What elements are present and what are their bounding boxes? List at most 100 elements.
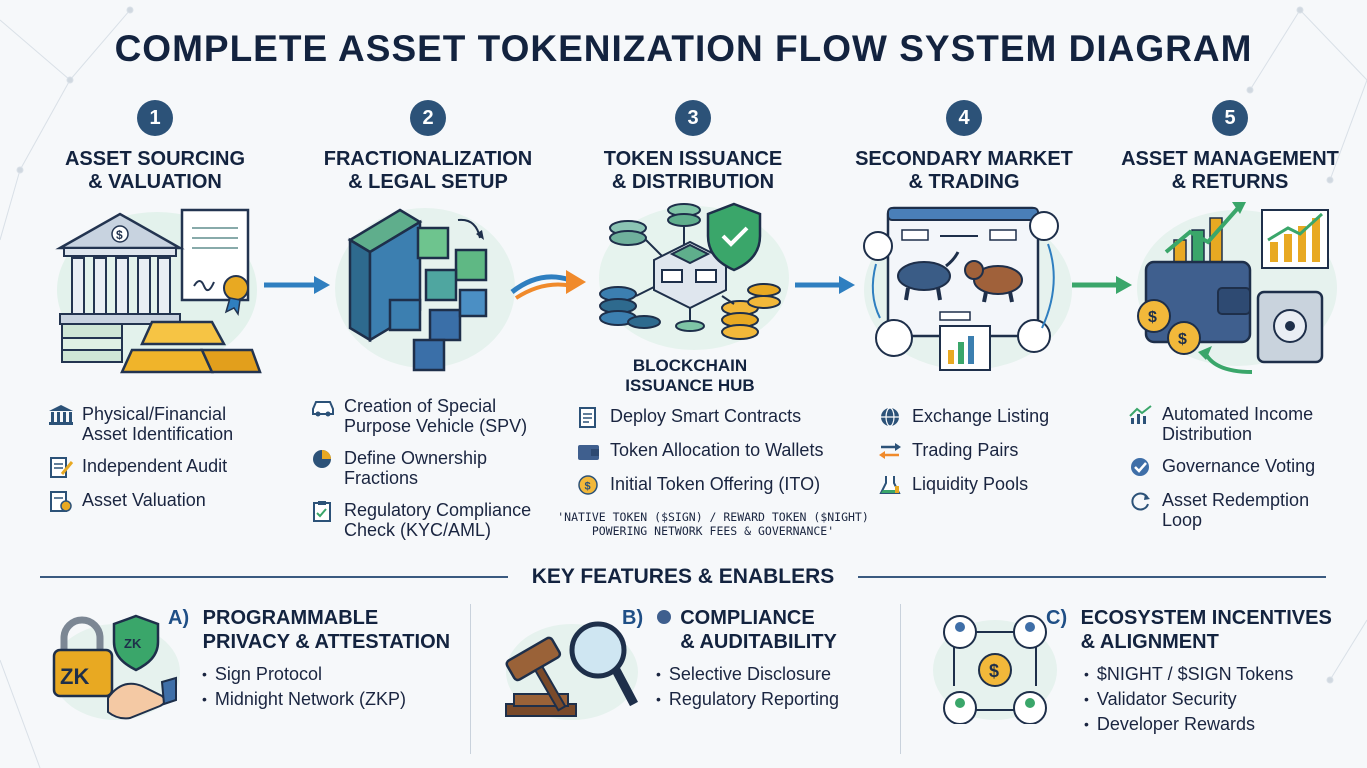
wallet-icon [578,445,599,460]
bullet-item: $NIGHT / $SIGN Tokens [1084,662,1293,687]
zk-lock-text: ZK [60,664,89,689]
fractional-cubes-illustration [335,208,515,372]
check-circle-icon [1131,458,1149,476]
list-item: Independent Audit [48,456,233,478]
list-item-label: Governance Voting [1162,456,1316,476]
flow-arrow-4 [1072,276,1132,294]
globe-icon [881,407,899,427]
step-5-header: 5 ASSET MANAGEMENT & RETURNS [1099,96,1361,194]
list-item: Physical/Financial Asset Identification [48,404,233,444]
step-3-list: Deploy Smart Contracts Token Allocation … [576,406,823,508]
step-title: TOKEN ISSUANCE & DISTRIBUTION [603,148,783,193]
blockchain-hub-illustration [599,202,789,350]
feature-title-text: COMPLIANCE & AUDITABILITY [680,607,837,653]
bullet-item: Selective Disclosure [656,662,839,687]
coin-icon: $ [578,475,598,495]
gold-bars-icon [120,320,262,374]
feature-c-title: C) ECOSYSTEM INCENTIVES & ALIGNMENT [1046,606,1332,654]
page-title: COMPLETE ASSET TOKENIZATION FLOW SYSTEM … [114,28,1253,69]
swap-arrows-icon [879,443,901,459]
step-1-list: Physical/Financial Asset Identification … [48,404,233,524]
refresh-icon [1131,492,1150,511]
feature-title-text: ECOSYSTEM INCENTIVES & ALIGNMENT [1080,607,1332,653]
wallet-returns-illustration: $ $ [1137,202,1337,374]
list-item-label: Automated Income Distribution [1162,404,1314,444]
list-item-label: Asset Valuation [82,490,206,510]
bullet-item: Regulatory Reporting [656,687,839,712]
compliance-gavel-illustration [505,621,638,720]
step-title: ASSET MANAGEMENT & RETURNS [1121,148,1339,193]
audit-pen-icon [50,457,74,478]
vehicle-icon [312,401,334,417]
list-item: Liquidity Pools [878,474,1049,496]
list-item-label: Exchange Listing [912,406,1050,426]
step-2-header: 2 FRACTIONALIZATION & LEGAL SETUP [297,96,559,194]
clipboard-check-icon [313,501,331,522]
contract-document-icon [579,407,596,428]
feature-separator [900,604,901,754]
list-item-label: Token Allocation to Wallets [610,440,824,460]
bullet-item: Midnight Network (ZKP) [202,687,406,712]
feature-a-bullets: Sign Protocol Midnight Network (ZKP) [202,662,406,712]
step-title: ASSET SOURCING & VALUATION [64,148,246,193]
privacy-lock-illustration: ZK ZK [52,614,180,720]
list-item-label: Independent Audit [82,456,228,476]
valuation-document-icon [50,491,72,512]
divider-right [858,576,1326,578]
bullet-item: Validator Security [1084,687,1293,712]
ecosystem-network-illustration: $ [933,615,1057,724]
list-item: Token Allocation to Wallets [576,440,823,462]
step-2-list: Creation of Special Purpose Vehicle (SPV… [310,396,531,552]
list-item: Creation of Special Purpose Vehicle (SPV… [310,396,531,436]
bullet-item: Sign Protocol [202,662,406,687]
feature-title-text: PROGRAMMABLE PRIVACY & ATTESTATION [202,607,451,653]
feature-letter: B) [622,607,644,629]
list-item: Governance Voting [1128,456,1315,478]
list-item-label: Deploy Smart Contracts [610,406,802,426]
bank-building-icon: $ [55,212,185,325]
shield-check-icon [706,202,762,272]
list-item: Asset Redemption Loop [1128,490,1315,530]
svg-text:$: $ [116,228,123,242]
list-item: Exchange Listing [878,406,1049,428]
step-5-list: Automated Income Distribution Governance… [1128,404,1315,542]
step-number-badge: 2 [410,100,446,136]
list-item: Regulatory Compliance Check (KYC/AML) [310,500,531,540]
step-number-badge: 3 [675,100,711,136]
step-3-header: 3 TOKEN ISSUANCE & DISTRIBUTION [562,96,824,194]
list-item-label: Creation of Special Purpose Vehicle (SPV… [344,396,528,436]
list-item-label: Define Ownership Fractions [344,448,488,488]
list-item: $ Initial Token Offering (ITO) [576,474,823,496]
flask-icon [879,476,901,494]
list-item: Asset Valuation [48,490,233,512]
svg-text:$: $ [989,661,999,681]
list-item: Trading Pairs [878,440,1049,462]
list-item-label: Asset Redemption Loop [1162,490,1310,530]
gear-icon [656,609,671,624]
token-note: 'NATIVE TOKEN ($SIGN) / REWARD TOKEN ($N… [557,510,869,538]
step-4-header: 4 SECONDARY MARKET & TRADING [833,96,1095,194]
step-number-badge: 5 [1212,100,1248,136]
features-heading: KEY FEATURES & ENABLERS [531,565,835,588]
step-1-header: 1 ASSET SOURCING & VALUATION [24,96,286,194]
bullet-item: Developer Rewards [1084,712,1293,737]
step-title: SECONDARY MARKET & TRADING [855,148,1073,193]
hub-label: BLOCKCHAIN ISSUANCE HUB [625,356,755,395]
feature-a-title: A) PROGRAMMABLE PRIVACY & ATTESTATION [168,606,450,654]
list-item-label: Physical/Financial Asset Identification [82,404,234,444]
list-item-label: Liquidity Pools [912,474,1029,494]
step-number-badge: 1 [137,100,173,136]
feature-letter: C) [1046,607,1068,629]
svg-text:$: $ [1178,331,1187,348]
feature-separator [470,604,471,754]
trading-market-illustration [863,206,1072,371]
pie-chart-icon [313,450,331,468]
feature-c-bullets: $NIGHT / $SIGN Tokens Validator Security… [1084,662,1293,737]
list-item-label: Initial Token Offering (ITO) [610,474,821,494]
growth-chart-icon [1129,405,1152,424]
step-title: FRACTIONALIZATION & LEGAL SETUP [323,148,533,193]
feature-b-bullets: Selective Disclosure Regulatory Reportin… [656,662,839,712]
bank-gold-illustration: $ [55,208,262,374]
flow-arrow-3 [795,276,855,294]
